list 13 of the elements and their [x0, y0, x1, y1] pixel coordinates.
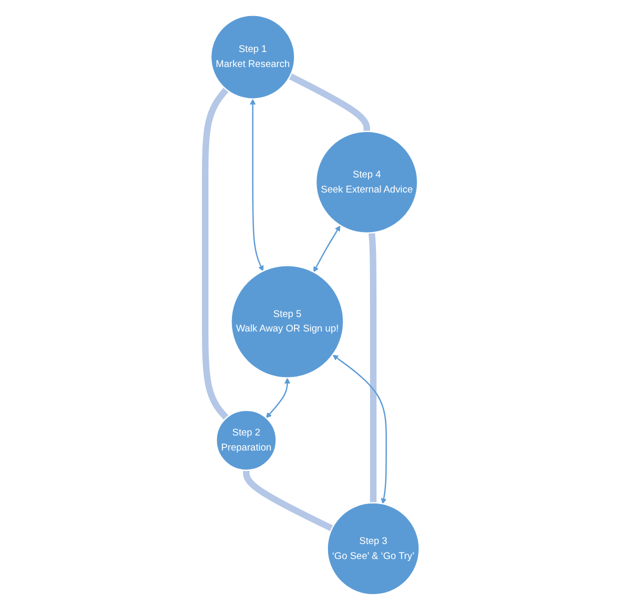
arrow	[332, 354, 388, 504]
connector	[288, 73, 370, 132]
arrow	[250, 98, 264, 272]
connector	[202, 87, 229, 420]
arrow	[266, 378, 290, 418]
node-circle: Step 4 Seek External Advice	[316, 130, 418, 234]
node-circle: Step 2 Preparation	[216, 410, 278, 471]
arrow	[314, 226, 341, 272]
node-circle: Step 5 Walk Away OR Sign up!	[230, 264, 344, 379]
node-circle: Step 1 Market Research	[210, 14, 296, 100]
connector	[243, 470, 334, 532]
node-circle: Step 3 ‘Go See’ & ‘Go Try’	[326, 502, 420, 596]
connector	[368, 232, 377, 504]
